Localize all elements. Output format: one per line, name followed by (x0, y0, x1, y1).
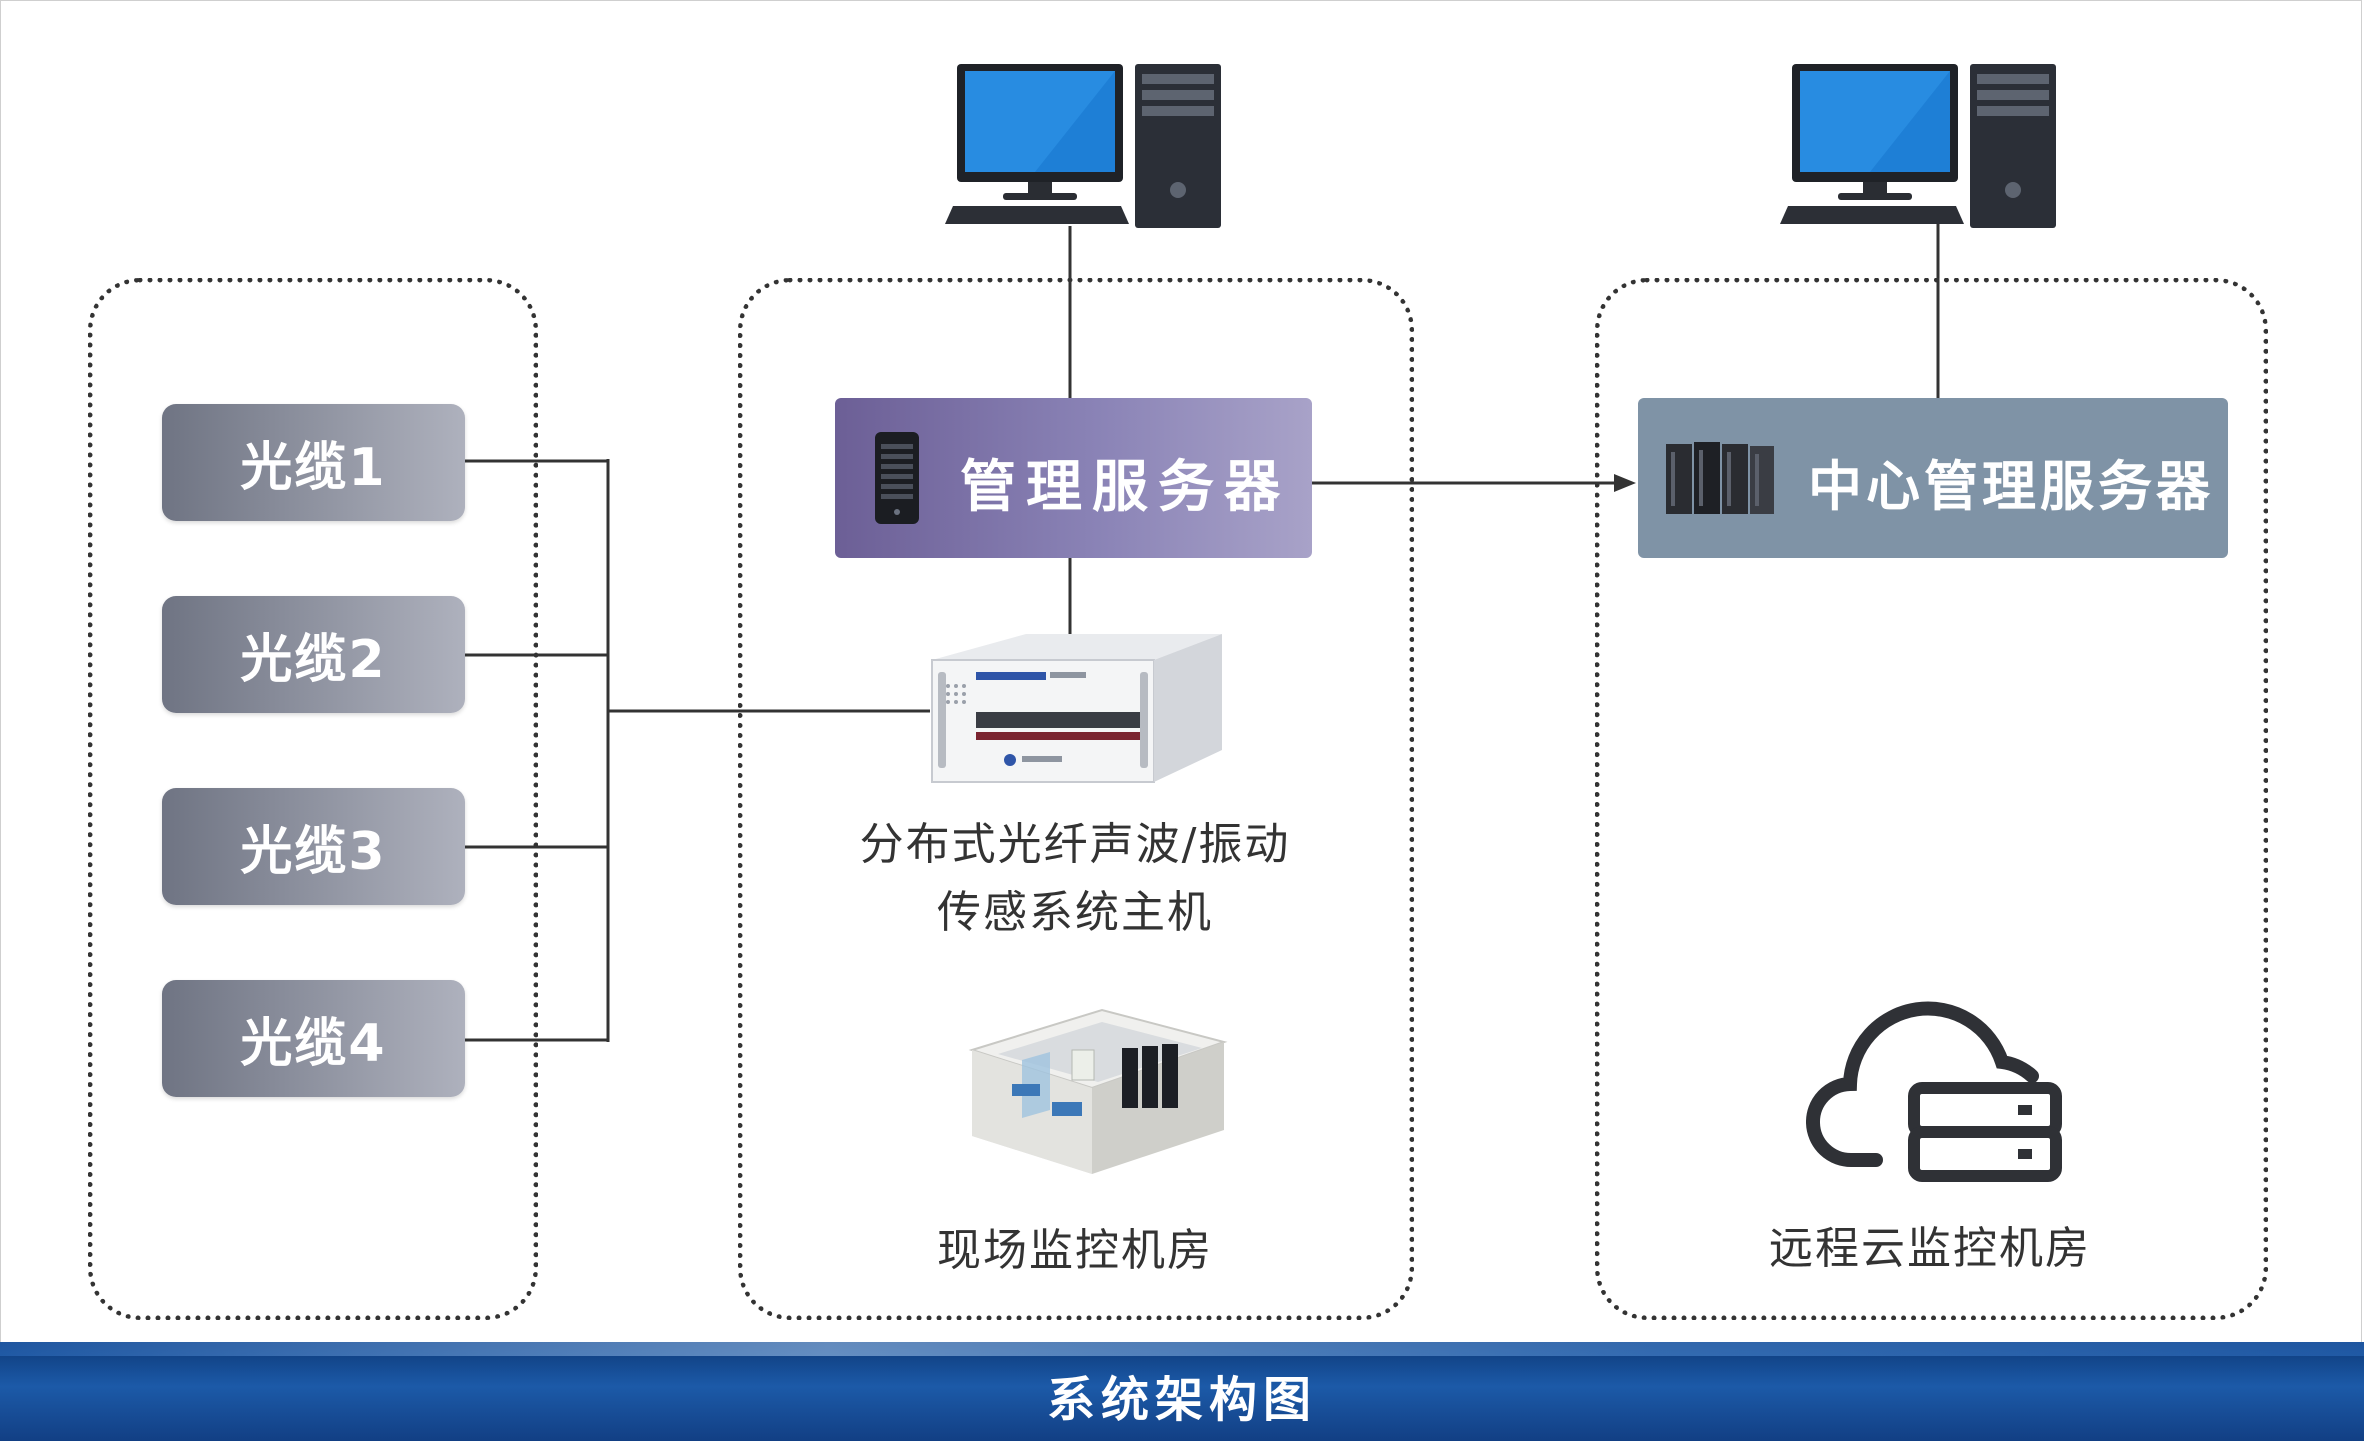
cable-box-1: 光缆1 (162, 404, 465, 521)
sensing-host-label-line1: 分布式光纤声波/振动 (859, 819, 1291, 870)
remote-room-label: 远程云监控机房 (1769, 1223, 2091, 1274)
cable-box-4: 光缆4 (162, 980, 465, 1097)
sensing-host-label-line2: 传感系统主机 (937, 887, 1213, 938)
arrow-head (1614, 474, 1636, 492)
management-server-box: 管理服务器 (835, 398, 1312, 558)
diagram-title: 系统架构图 (1046, 1372, 1317, 1428)
cable-label: 光缆3 (240, 822, 387, 882)
rack-host-device (931, 634, 1222, 783)
cable-label: 光缆2 (240, 630, 387, 690)
remote-zone (1595, 278, 2268, 1320)
cable-box-3: 光缆3 (162, 788, 465, 905)
cable-label: 光缆4 (240, 1014, 387, 1074)
footer-bar (0, 1342, 2364, 1441)
desktop-computer-icon (1780, 64, 2056, 228)
footer-accent (0, 1342, 2364, 1356)
cable-zone (88, 278, 538, 1320)
server-rack-icon (1666, 442, 1774, 514)
site-room-label: 现场监控机房 (937, 1225, 1213, 1276)
management-server-label: 管理服务器 (960, 455, 1290, 520)
server-tower-icon (875, 432, 919, 524)
cable-label: 光缆1 (240, 438, 387, 498)
site-zone (738, 278, 1414, 1320)
cable-box-2: 光缆2 (162, 596, 465, 713)
desktop-computer-icon (945, 64, 1221, 228)
cloud-server-icon (1806, 1001, 2062, 1182)
monitoring-room-illustration (968, 1008, 1228, 1174)
center-server-label: 中心管理服务器 (1808, 455, 2214, 518)
center-server-box: 中心管理服务器 (1638, 398, 2228, 558)
